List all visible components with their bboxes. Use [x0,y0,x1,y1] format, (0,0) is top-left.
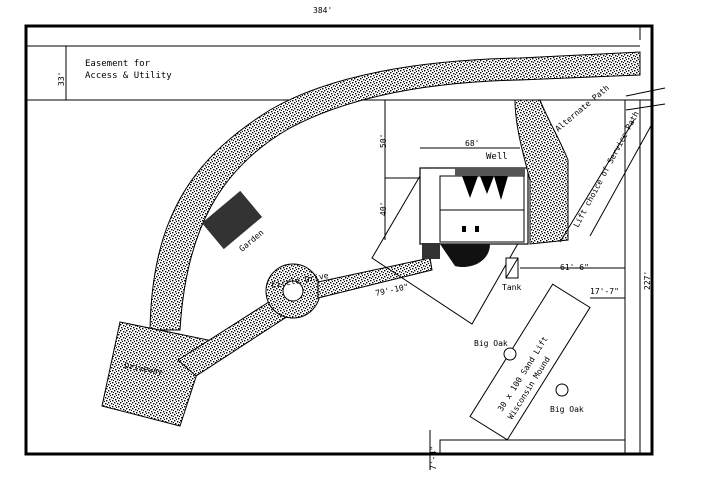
garage-block [422,243,440,259]
well-outline [455,168,525,176]
service-path-label: Lift choice of Service Path [572,110,641,229]
alternate-path [514,99,569,245]
house-window-1 [462,226,466,232]
big-oak-2-label: Big Oak [550,405,584,414]
house-window-2 [475,226,479,232]
well-label: Well [486,152,508,162]
house-porch [440,244,490,268]
setback-50-dimension: 50' [379,134,388,148]
circle-drive-center [282,280,304,302]
top-width-dimension: 384' [313,6,332,15]
driveway-pad [101,321,209,427]
property-boundary [24,24,654,456]
setback-40-dimension: 40' [379,202,388,216]
well-tree-1 [462,176,478,198]
tank-label: Tank [502,283,521,292]
tank-cross [505,257,519,279]
well-tree-3 [494,176,508,200]
driveway-path [128,51,641,331]
bottom-offset-line [439,439,625,454]
house-access-path [317,257,433,299]
drive-length-dimension: 79'-10" [375,282,410,298]
big-oak-1-label: Big Oak [474,339,508,348]
alternate-path-label: Alternate Path [554,83,612,133]
right-offset-dimension: 17'-7" [590,287,619,296]
easement-depth-dimension: 33' [57,72,66,86]
big-oak-2 [555,383,569,397]
easement-label-line1: Easement for [85,59,151,69]
tank-offset-dimension: 61'-6" [560,263,589,272]
house-inner [439,175,525,243]
path-exit-line [625,87,666,111]
house-rotated-outline [371,175,521,325]
service-path-outline [559,119,653,243]
house-width-dimension: 68' [465,139,479,148]
well-tree-2 [480,176,494,194]
bottom-offset-dimension: 7'-4" [429,446,438,470]
easement-label-line2: Access & Utility [85,71,172,81]
big-oak-1 [503,347,517,361]
garden-plot [201,190,263,250]
side-depth-dimension: 227' [643,271,652,290]
